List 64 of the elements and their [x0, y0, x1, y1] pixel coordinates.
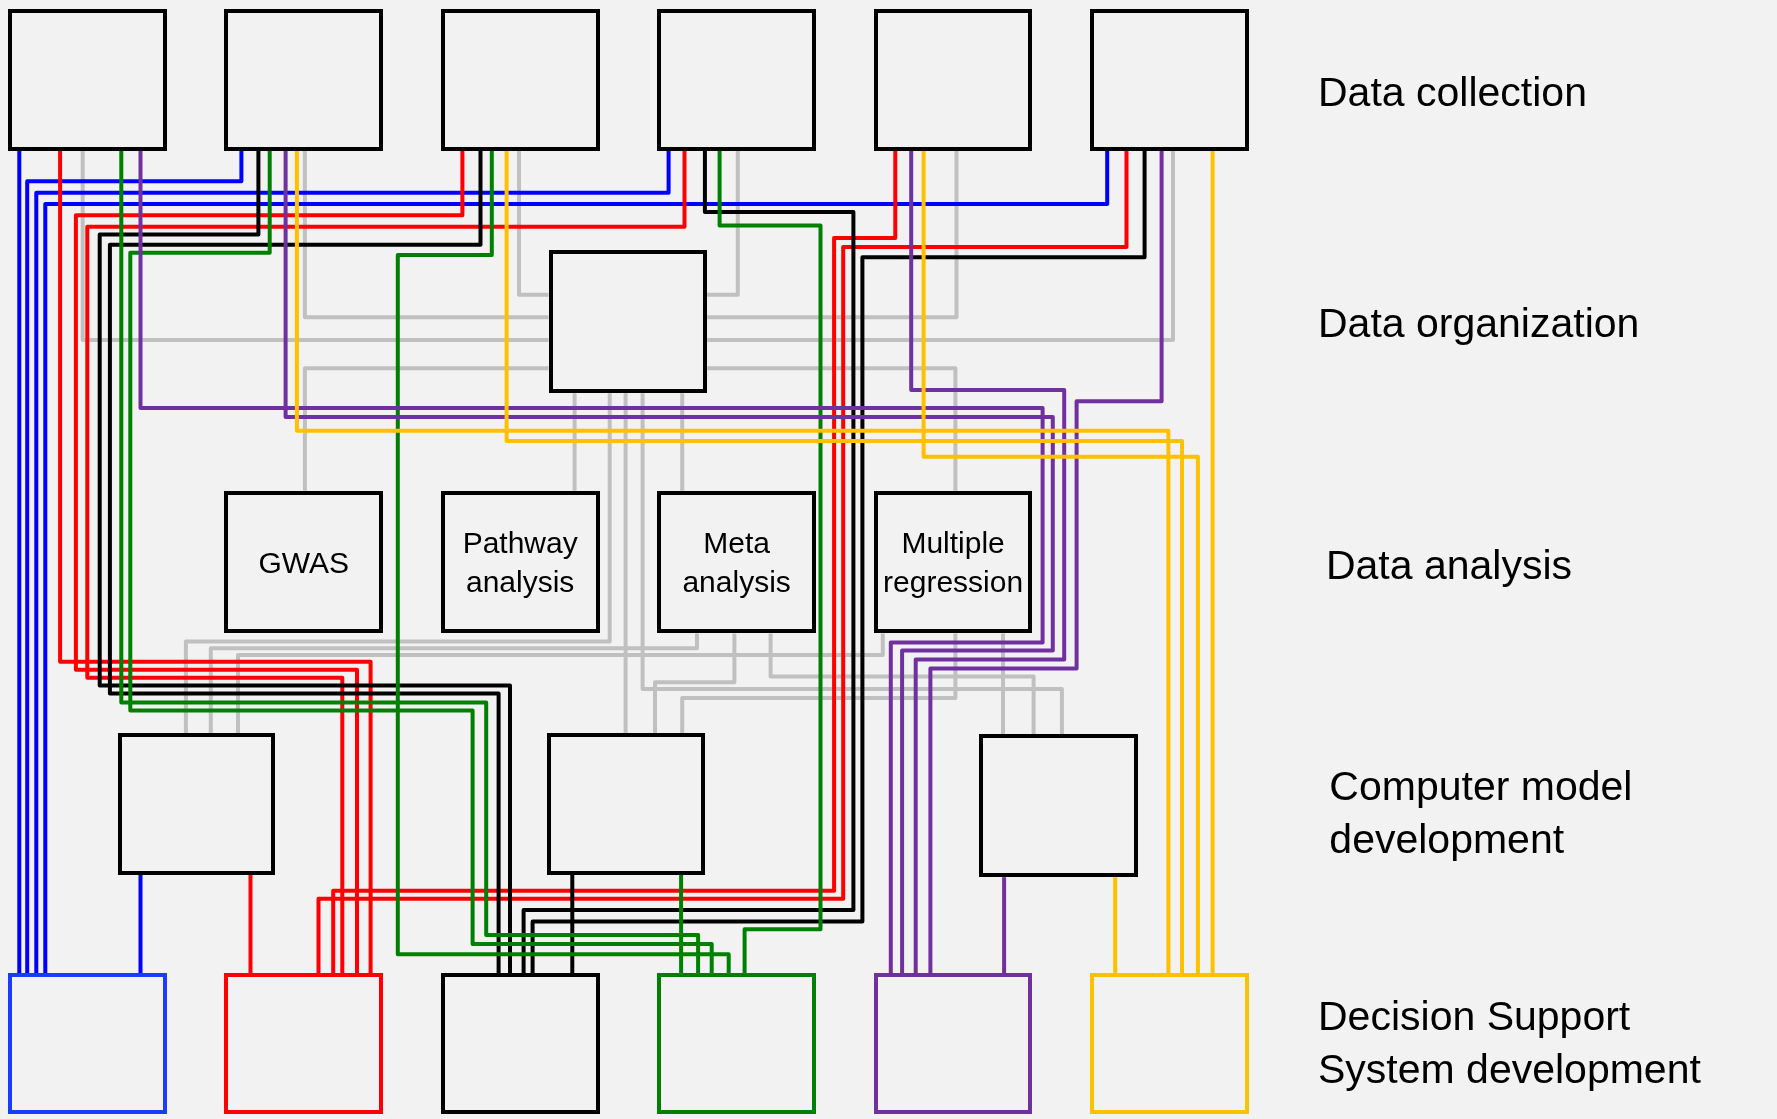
- connector-line: [183, 393, 612, 734]
- process-box: [224, 490, 384, 634]
- connector-line: [768, 633, 1036, 735]
- process-box: [873, 973, 1033, 1114]
- connector-line: [248, 874, 253, 974]
- process-box: [657, 973, 816, 1114]
- connector-line: [909, 150, 1067, 974]
- connector-line: [302, 150, 549, 320]
- connector-line: [80, 150, 549, 342]
- process-box: [224, 973, 384, 1114]
- box-label: Multiple regression: [882, 525, 1025, 601]
- process-box: [548, 250, 708, 394]
- connector-line: [17, 150, 22, 974]
- process-box: [979, 734, 1138, 878]
- connector-line: [570, 874, 575, 974]
- row-label: Decision Support System development: [1318, 991, 1702, 1094]
- connector-line: [138, 874, 143, 974]
- connector-line: [208, 633, 699, 734]
- connector-line: [236, 633, 885, 734]
- connector-line: [572, 393, 577, 491]
- connector-line: [25, 150, 244, 974]
- process-box: [873, 490, 1033, 634]
- process-box: [1090, 973, 1249, 1114]
- connector-line: [517, 150, 549, 297]
- process-box: [117, 733, 276, 875]
- connector-line: [679, 874, 684, 974]
- connector-line: [1210, 150, 1215, 974]
- process-box: [657, 490, 816, 634]
- connector-line: [707, 150, 959, 320]
- connector-line: [58, 150, 373, 974]
- connector-line: [1113, 877, 1118, 974]
- box-label: Meta analysis: [681, 525, 792, 601]
- connector-line: [928, 150, 1164, 974]
- box-label: Pathway analysis: [461, 525, 579, 601]
- connector-line: [707, 150, 740, 297]
- process-box: [873, 9, 1033, 151]
- connector-line: [73, 150, 465, 974]
- box-label: GWAS: [258, 544, 349, 581]
- process-box: [440, 973, 600, 1114]
- row-label: Data collection: [1318, 68, 1588, 118]
- connector-line: [680, 633, 958, 734]
- connector-line: [921, 150, 1200, 974]
- row-label: Computer model development: [1329, 761, 1634, 864]
- connector-line: [1001, 633, 1005, 735]
- connector-line: [653, 633, 737, 734]
- process-box: [7, 973, 167, 1114]
- row-label: Data organization: [1318, 299, 1641, 349]
- connector-line: [395, 150, 731, 974]
- process-box: [657, 9, 816, 151]
- connector-line: [640, 393, 1064, 735]
- process-box: [440, 490, 600, 634]
- process-box: [7, 9, 167, 151]
- process-box: [224, 9, 384, 151]
- connector-line: [1002, 877, 1007, 974]
- process-box: [440, 9, 600, 151]
- connector-line: [521, 150, 856, 974]
- connector-line: [331, 150, 898, 974]
- process-box: [547, 733, 705, 875]
- connector-line: [680, 393, 685, 491]
- row-label: Data analysis: [1325, 540, 1574, 590]
- connector-line: [717, 150, 823, 974]
- connector-line: [707, 150, 1175, 342]
- process-box: [1090, 9, 1249, 151]
- connector-line: [623, 393, 628, 734]
